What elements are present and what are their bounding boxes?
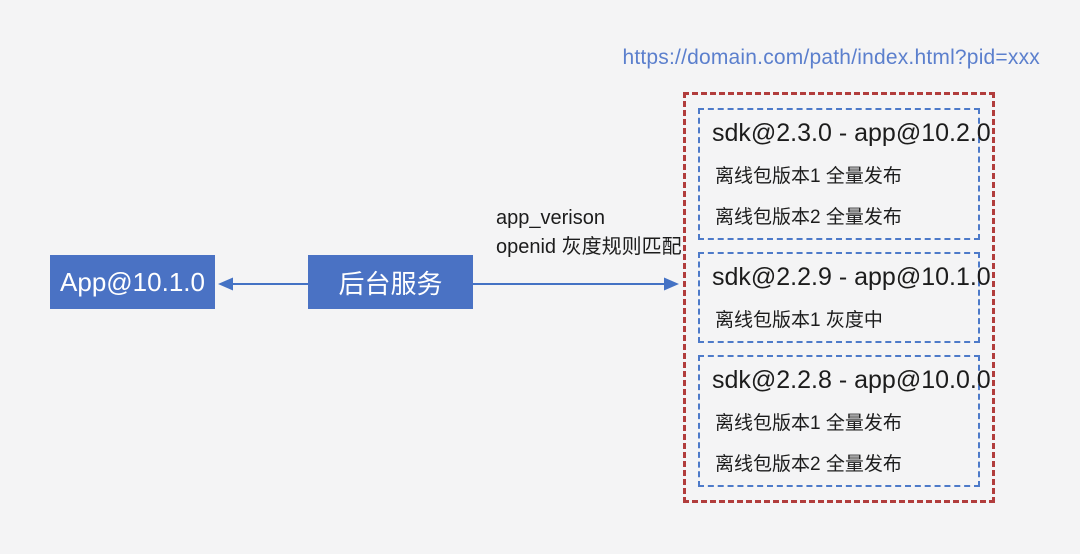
release-card: sdk@2.3.0 - app@10.2.0 离线包版本1 全量发布 离线包版本… — [698, 108, 991, 240]
arrow-label-app-version: app_verison — [496, 207, 605, 229]
release-card-item: 离线包版本1 全量发布 — [715, 413, 902, 434]
release-card-item: 离线包版本2 全量发布 — [715, 454, 902, 475]
release-card-item: 离线包版本1 全量发布 — [715, 166, 902, 187]
url-label: https://domain.com/path/index.html?pid=x… — [622, 46, 1040, 69]
release-card: sdk@2.2.8 - app@10.0.0 离线包版本1 全量发布 离线包版本… — [698, 355, 991, 487]
app-node-label: App@10.1.0 — [60, 266, 205, 297]
release-card-title: sdk@2.2.9 - app@10.1.0 — [712, 263, 991, 291]
release-card-title: sdk@2.2.8 - app@10.0.0 — [712, 366, 991, 394]
release-group: sdk@2.3.0 - app@10.2.0 离线包版本1 全量发布 离线包版本… — [683, 92, 995, 503]
arrow-label-openid-gray-rule: openid 灰度规则匹配 — [496, 236, 682, 258]
release-card-item: 离线包版本2 全量发布 — [715, 207, 902, 228]
release-card: sdk@2.2.9 - app@10.1.0 离线包版本1 灰度中 — [698, 252, 991, 343]
connection-labels: app_verison openid 灰度规则匹配 — [496, 204, 682, 262]
arrow-backend-to-releases-head — [664, 277, 679, 291]
arrow-backend-to-app-head — [218, 277, 233, 291]
release-card-item: 离线包版本1 灰度中 — [715, 310, 883, 331]
backend-service-node: 后台服务 — [308, 255, 473, 309]
backend-service-label: 后台服务 — [338, 268, 443, 299]
release-card-title: sdk@2.3.0 - app@10.2.0 — [712, 119, 991, 147]
app-node: App@10.1.0 — [50, 255, 215, 309]
